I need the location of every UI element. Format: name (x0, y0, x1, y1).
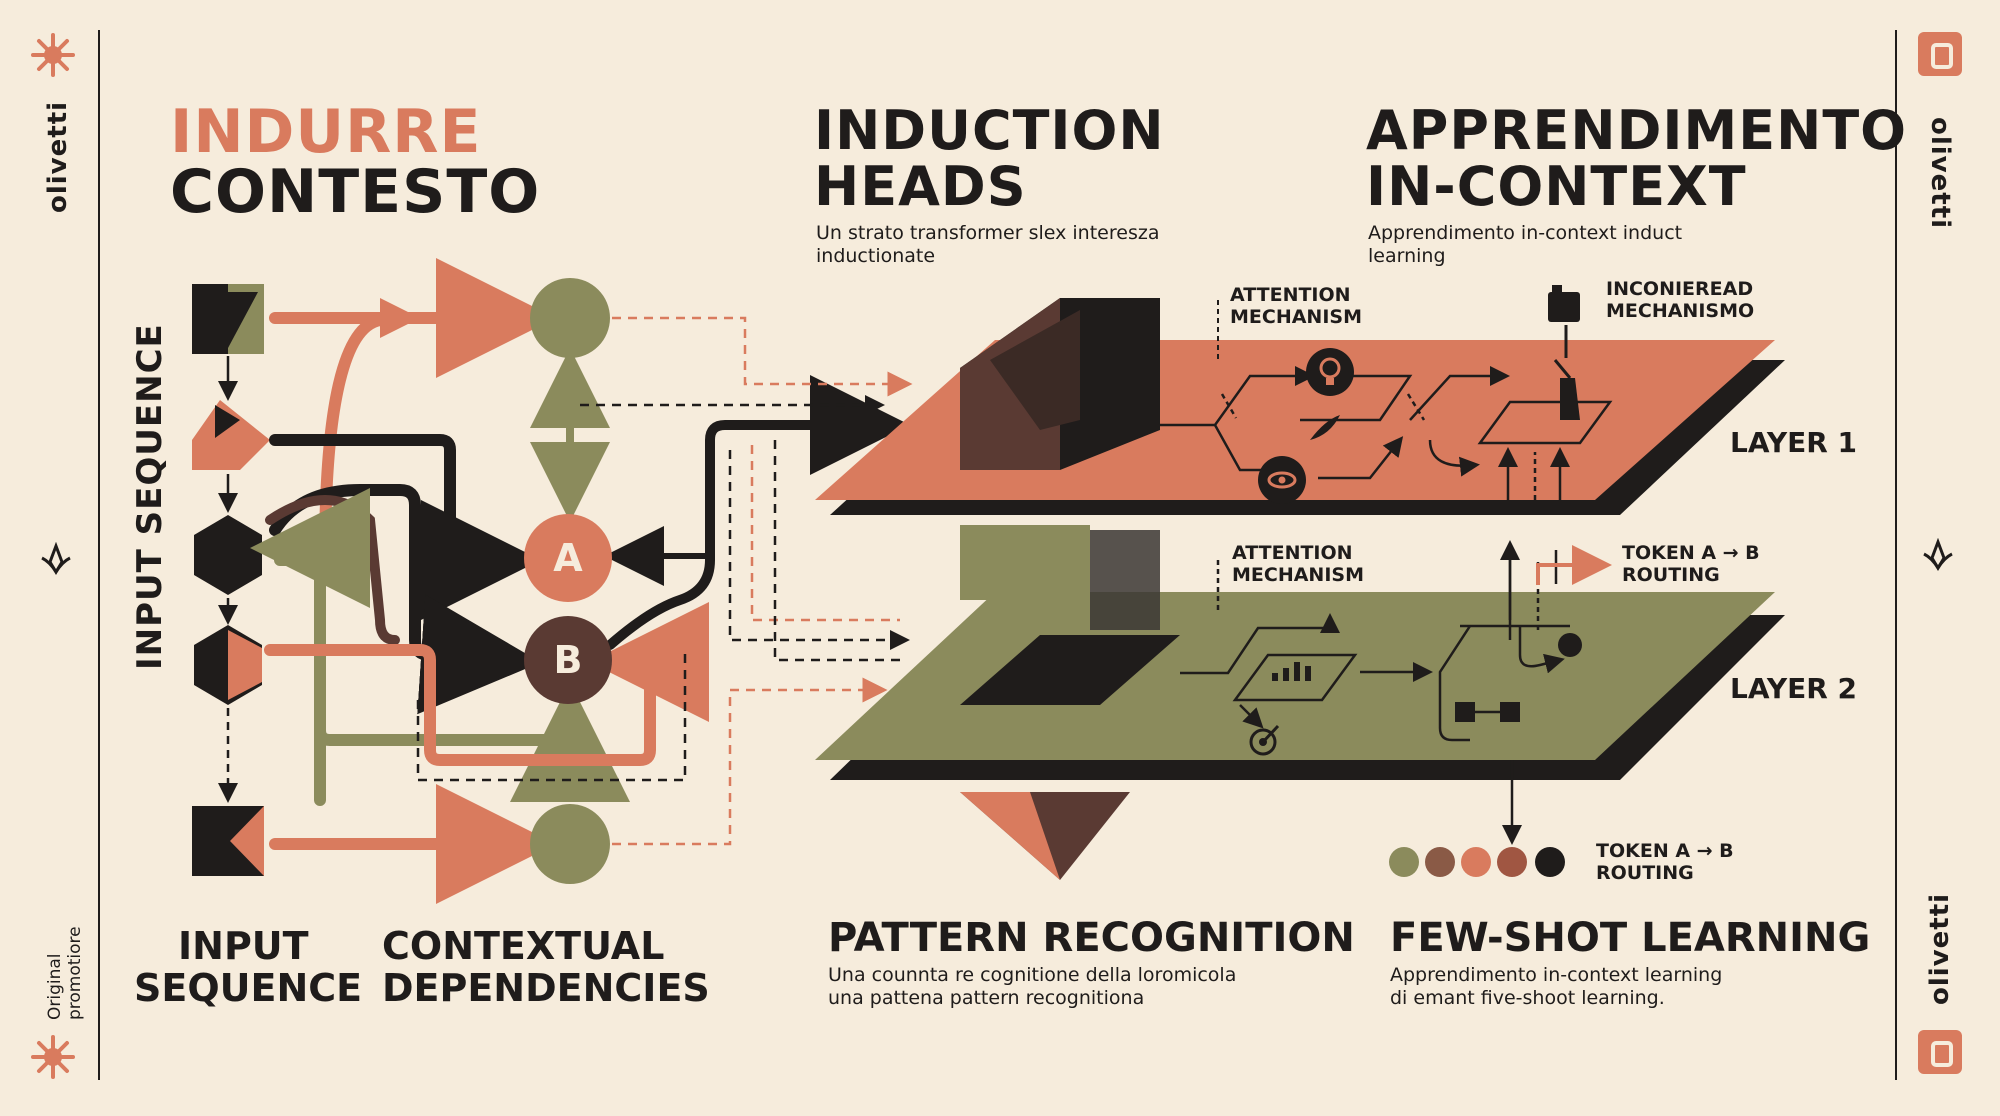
pattern-recognition-title: PATTERN RECOGNITION (828, 915, 1355, 961)
node-a-label: A (553, 536, 583, 580)
routing-label-1-line2: ROUTING (1622, 564, 1720, 586)
brush-icon (1553, 359, 1580, 420)
target-icon (1249, 724, 1280, 756)
heading-right-line2: IN-CONTEXT (1366, 155, 1747, 218)
routing-label-2-line2: ROUTING (1596, 862, 1694, 884)
caption-context-line2: DEPENDENCIES (382, 966, 710, 1010)
attention-label-2-line1: ATTENTION (1232, 542, 1353, 564)
layer1-label: LAYER 1 (1730, 426, 1858, 459)
token-dots (1389, 847, 1565, 877)
input-sequence-shapes (192, 284, 270, 876)
node-b (524, 616, 612, 704)
inconieread-label-line2: MECHANISMO (1606, 300, 1755, 322)
hand-icon (1548, 285, 1580, 358)
heading-right-sub2: learning (1368, 245, 1446, 267)
bars-icon (1272, 662, 1311, 681)
attention-label-1-line1: ATTENTION (1230, 284, 1351, 306)
brand-mark-icon (1918, 32, 1962, 76)
caption-input-line2: SEQUENCE (134, 966, 363, 1010)
sun-ornament-icon (31, 1035, 75, 1079)
input-sequence-vertical-label: INPUT SEQUENCE (130, 323, 170, 670)
heading-left-line2: CONTESTO (170, 157, 541, 227)
attention-label-2-line2: MECHANISM (1232, 564, 1364, 586)
routing-label-1-line1: TOKEN A → B (1622, 542, 1760, 564)
heading-right-sub1: Apprendimento in-context induct (1368, 222, 1683, 244)
brand-mark-icon (1918, 1030, 1962, 1074)
lotus-ornament-icon (1923, 538, 1953, 571)
few-shot-sub1: Apprendimento in-context learning (1390, 964, 1723, 986)
attention-label-1-line2: MECHANISM (1230, 306, 1362, 328)
routing-label-2-line1: TOKEN A → B (1596, 840, 1734, 862)
heading-mid-sub2: inductionate (816, 245, 936, 267)
caption-context-line1: CONTEXTUAL (382, 924, 665, 968)
sun-ornament-icon (31, 33, 75, 77)
pattern-recognition-sub1: Una counnta re cognitione della loromico… (828, 964, 1237, 986)
eye-icon (1258, 456, 1306, 504)
heading-right-line1: APPRENDIMENTO (1366, 99, 1908, 162)
context-node-top (530, 278, 610, 358)
heading-mid-line1: INDUCTION (814, 99, 1165, 162)
node-b-label: B (553, 638, 583, 682)
few-shot-title: FEW-SHOT LEARNING (1390, 915, 1871, 961)
right-divider (1895, 30, 1897, 1080)
layer2-label: LAYER 2 (1730, 672, 1858, 705)
lightbulb-icon (1306, 348, 1354, 396)
heading-left-line1: INDURRE (170, 97, 482, 167)
few-shot-sub2: di emant five-shoot learning. (1390, 987, 1665, 1009)
inconieread-label-line1: INCONIEREAD (1606, 278, 1754, 300)
pattern-recognition-sub2: una pattena pattern recognitiona (828, 987, 1145, 1009)
heading-mid-line2: HEADS (814, 155, 1027, 218)
lotus-ornament-icon (41, 542, 71, 575)
caption-input-line1: INPUT (178, 924, 309, 968)
heading-mid-sub1: Un strato transformer slex interesza (816, 222, 1160, 244)
node-a (524, 514, 612, 602)
feather-icon (1310, 415, 1340, 440)
left-divider (98, 30, 100, 1080)
context-node-bottom (530, 804, 610, 884)
